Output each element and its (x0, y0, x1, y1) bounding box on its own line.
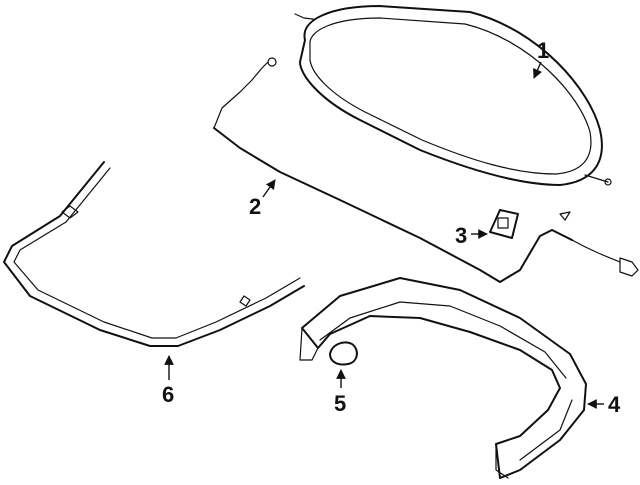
leader-2 (262, 179, 276, 198)
callout-4: 4 (587, 392, 621, 417)
callout-6: 6 (162, 355, 174, 407)
callout-label-6: 6 (162, 382, 174, 407)
callout-label-4: 4 (608, 392, 621, 417)
clip-part (489, 209, 519, 239)
callout-5: 5 (334, 369, 346, 416)
callout-label-3: 3 (455, 223, 467, 248)
rear-glass-part (294, 5, 612, 186)
cap-part (329, 341, 358, 366)
weatherstrip-seal-part (213, 57, 639, 283)
callout-3: 3 (455, 223, 488, 248)
callout-label-1: 1 (537, 38, 549, 63)
callout-label-2: 2 (249, 194, 261, 219)
leader-1 (533, 61, 543, 79)
callout-2: 2 (249, 179, 276, 219)
frame-bow-part (299, 277, 587, 479)
molding-part (3, 161, 305, 347)
callout-label-5: 5 (334, 391, 346, 416)
callout-1: 1 (533, 38, 549, 79)
